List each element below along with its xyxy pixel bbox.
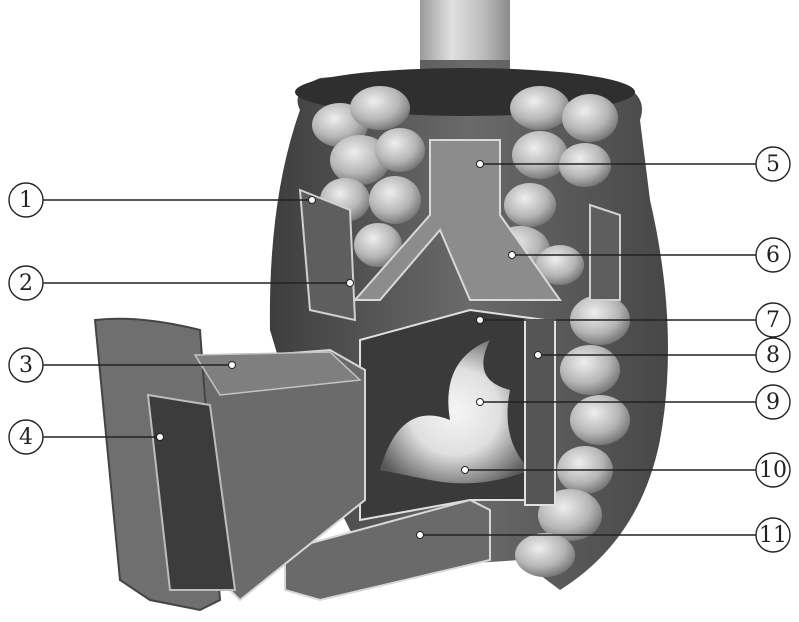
leader-dot [477,399,484,406]
callout-number: 5 [766,152,780,177]
callout-number: 9 [766,390,780,415]
callout-number: 11 [759,523,787,548]
leader-dot [309,197,316,204]
chamber-side-wall [525,320,555,505]
leader-dot [347,280,354,287]
callout-1: 1 [9,183,316,217]
callout-number: 10 [759,458,787,483]
leader-dot [462,467,469,474]
callout-number: 8 [766,343,780,368]
leader-dot [535,352,542,359]
leader-dot [157,434,164,441]
leader-dot [477,317,484,324]
leader-dot [509,252,516,259]
callout-number: 6 [766,243,780,268]
callout-number: 7 [766,308,780,333]
leader-dot [477,161,484,168]
inner-wall-right [590,205,620,300]
leader-dot [417,532,424,539]
callout-number: 4 [19,425,33,450]
callout-number: 3 [19,353,33,378]
inner-wall-left [300,190,355,320]
callout-number: 1 [19,188,33,213]
callout-number: 2 [19,271,33,296]
leader-dot [229,362,236,369]
